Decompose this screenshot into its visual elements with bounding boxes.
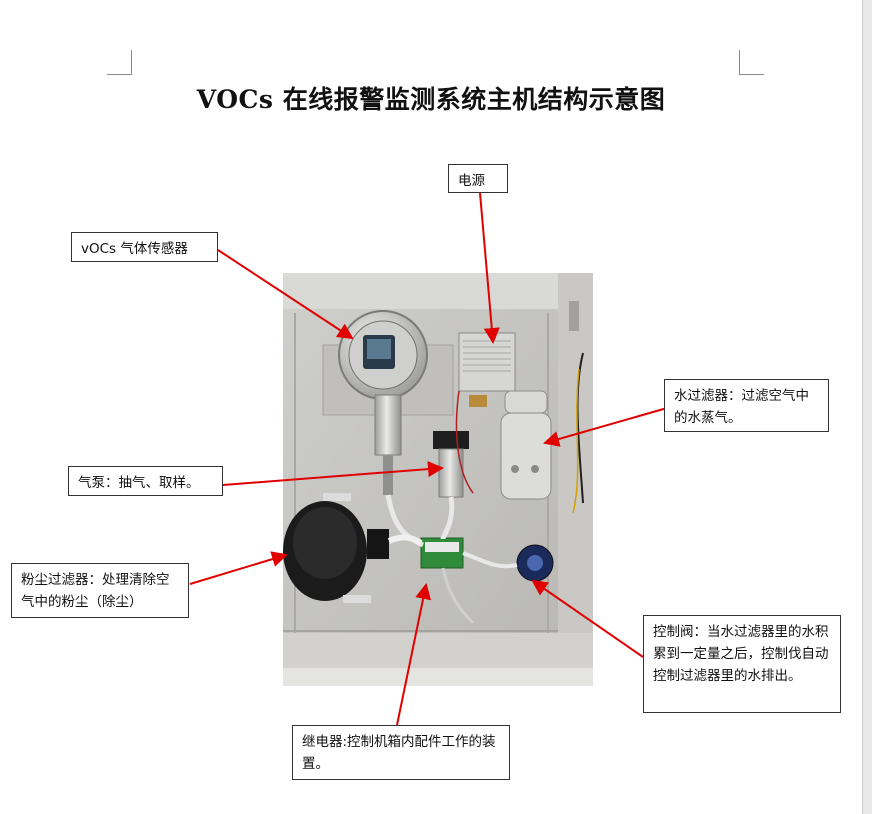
crop-mark-icon: [739, 50, 764, 75]
label-dust-filter: 粉尘过滤器：处理清除空气中的粉尘（除尘）: [11, 563, 189, 618]
page-title: VOCs 在线报警监测系统主机结构示意图: [196, 85, 666, 114]
label-pump: 气泵：抽气、取样。: [68, 466, 223, 496]
arrow-dust-filter: [189, 551, 288, 585]
crop-mark-icon: [107, 50, 132, 75]
label-relay: 继电器:控制机箱内配件工作的装置。: [292, 725, 510, 780]
label-water-filter: 水过滤器：过滤空气中的水蒸气。: [664, 379, 829, 432]
label-sensor: vOCs 气体传感器: [71, 232, 218, 262]
page-edge: [862, 0, 872, 814]
equipment-photo: [283, 273, 593, 686]
label-valve: 控制阀：当水过滤器里的水积累到一定量之后，控制伐自动控制过滤器里的水排出。: [643, 615, 841, 713]
label-power: 电源: [448, 164, 508, 193]
